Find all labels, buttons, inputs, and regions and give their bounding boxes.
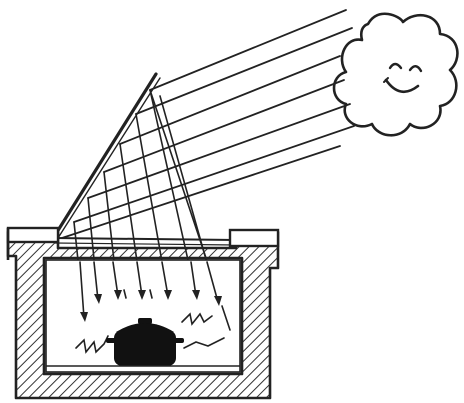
sun-right-eye bbox=[408, 65, 423, 73]
pot-body bbox=[114, 330, 176, 366]
pot-handle-left bbox=[106, 338, 116, 343]
glass-lid bbox=[53, 237, 237, 246]
sun-outline bbox=[332, 12, 459, 137]
sun-left-eye bbox=[388, 62, 403, 70]
sun-ray bbox=[149, 9, 347, 91]
heat-wave bbox=[149, 289, 153, 299]
heat-wave bbox=[181, 312, 213, 326]
pot-lid bbox=[116, 323, 174, 332]
sun-ray bbox=[87, 103, 351, 199]
heat-wave bbox=[75, 335, 109, 354]
right-rim bbox=[228, 228, 280, 248]
heat-waves bbox=[75, 289, 225, 354]
reflector-panel bbox=[50, 72, 161, 242]
heat-wave bbox=[123, 289, 127, 299]
sun-smile bbox=[384, 78, 420, 94]
sun-ray bbox=[135, 27, 353, 115]
chamber-arrowheads bbox=[80, 290, 222, 322]
insulated-box bbox=[6, 226, 280, 400]
pot-lid-knob bbox=[138, 318, 152, 324]
chamber-rays bbox=[79, 261, 231, 331]
pot-handle-right bbox=[174, 338, 184, 343]
sun-ray bbox=[119, 55, 341, 145]
sun-ray bbox=[73, 125, 355, 223]
sun-rays bbox=[61, 9, 355, 239]
heat-wave bbox=[183, 337, 225, 349]
sun-ray bbox=[103, 79, 345, 173]
sun-ray bbox=[61, 145, 341, 239]
box-walls bbox=[6, 230, 280, 400]
left-rim bbox=[6, 226, 60, 244]
sun-cheek-left bbox=[383, 77, 389, 83]
cooking-pot bbox=[106, 318, 184, 366]
sun-icon bbox=[332, 12, 459, 137]
